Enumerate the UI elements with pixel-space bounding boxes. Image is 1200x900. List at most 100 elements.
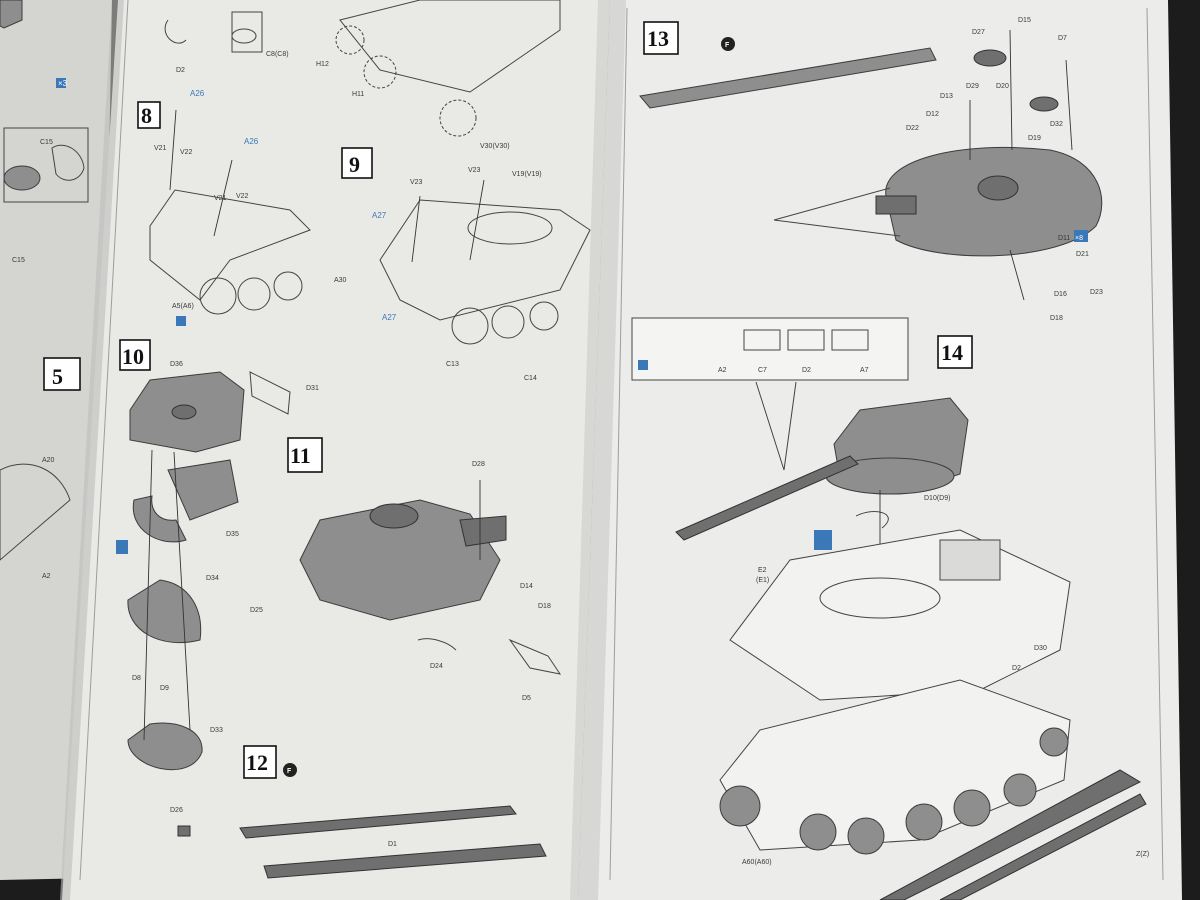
right-page-border-right	[1146, 7, 1164, 881]
step-10: 10 D36 D31 D35 D34 D8 D9 D33	[116, 339, 319, 771]
step-9: 9 V23 V23 V19(V19) A27 A30 A27 C13 C14	[334, 147, 591, 382]
d27-label: D27	[972, 29, 985, 36]
step-9-arrow-2	[411, 195, 421, 263]
d35-mantlet	[167, 459, 239, 521]
v21-label-a: V21	[154, 145, 167, 152]
step-14: A2 C7 D2 A7 14 D10(D9) E2 (E1) D30 D2 A8…	[631, 317, 1149, 900]
v22-label-a: V22	[180, 149, 193, 156]
step-12-box	[243, 745, 277, 779]
road-wheel-5	[1003, 773, 1037, 807]
detail-blue-tool	[638, 360, 648, 370]
d15-label: D15	[1018, 17, 1031, 24]
d7-arrow	[1065, 59, 1073, 151]
step-9-arrow-1	[469, 179, 485, 261]
step-8-blue-tool	[176, 316, 186, 326]
step-8-hull	[149, 189, 311, 301]
a27-label-b: A27	[382, 313, 397, 322]
left-callout-box	[3, 127, 89, 203]
step-11-box	[287, 437, 323, 473]
e2-label: E2	[758, 567, 767, 574]
d9-label: D9	[160, 685, 169, 692]
clip-part	[164, 19, 187, 44]
d10-label: D10(D9)	[924, 495, 950, 502]
f-marker-13-text: F	[725, 42, 730, 49]
d18-label-a: D18	[538, 603, 551, 610]
step-14-box	[937, 335, 973, 369]
drive-sprocket	[719, 785, 761, 827]
d19-label: D19	[1028, 135, 1041, 142]
d31-plate	[249, 371, 291, 415]
c8-label: C8(C8)	[266, 51, 289, 58]
step-14-detail-box	[631, 317, 909, 381]
step-8-wheel-2	[237, 277, 271, 311]
d33-label: D33	[210, 727, 223, 734]
a30-label: A30	[334, 277, 347, 284]
d35-label: D35	[226, 531, 239, 538]
a26-label-a: A26	[190, 89, 205, 98]
c8-box	[231, 11, 263, 53]
step-13-callout-lines	[773, 187, 901, 237]
hull-top-remnant	[339, 0, 561, 93]
sprocket-h11	[363, 55, 397, 89]
d2-window	[787, 329, 825, 351]
step-9-turret-ring	[467, 211, 553, 245]
c13-label: C13	[446, 361, 459, 368]
d36-label: D36	[170, 361, 183, 368]
c15-label-a: C15	[40, 139, 53, 146]
step-11-cupola	[369, 503, 419, 529]
z-label: Z(Z)	[1136, 851, 1149, 858]
center-page	[62, 0, 610, 900]
step-11-turret	[299, 499, 501, 621]
d20-label: D20	[996, 83, 1009, 90]
d16-arrow	[1009, 249, 1025, 301]
rotate-arrow	[855, 511, 889, 529]
step-13-box	[643, 21, 679, 55]
c7-label: C7	[758, 367, 767, 374]
v19-label: V19(V19)	[512, 171, 542, 178]
part-fragment-top	[0, 0, 23, 29]
step-13: 13 F D27 D15 D7 D29 D20 D13 D12 D22 D19 …	[639, 17, 1103, 322]
step-13-number: 13	[647, 26, 669, 51]
track-run-lower	[939, 793, 1147, 900]
d1-barrel-upper	[239, 805, 517, 839]
step-14-blue-tool	[814, 530, 832, 550]
c7-window	[743, 329, 781, 351]
detail-callout-pointer	[755, 381, 797, 471]
step-12-number: 12	[246, 750, 268, 775]
h12-label: H12	[316, 61, 329, 68]
step-11: 11 D28 D25 D14 D18 D24 D5	[250, 437, 562, 702]
a2-label: A2	[718, 367, 727, 374]
d23-label: D23	[1090, 289, 1103, 296]
e1-label: (E1)	[756, 577, 769, 584]
step-13-turret	[885, 146, 1103, 257]
d33-floor	[127, 722, 203, 771]
step-8-arrow-2	[213, 159, 233, 237]
v23-label-a: V23	[468, 167, 481, 174]
step-9-hull	[379, 199, 591, 321]
d7-label: D7	[1058, 35, 1067, 42]
d25-label: D25	[250, 607, 263, 614]
road-wheel-2	[847, 817, 885, 855]
step-8-wheel-1	[199, 277, 237, 315]
step-11-gun-mount	[459, 515, 507, 547]
f-marker-12-text: F	[287, 768, 292, 775]
d12-label: D12	[926, 111, 939, 118]
v23-label-b: V23	[410, 179, 423, 186]
step-8-arrow-1	[169, 109, 177, 191]
step-10-blue-tool	[116, 540, 128, 554]
road-wheel-3	[905, 803, 943, 841]
a26-label-b: A26	[244, 137, 259, 146]
d14-label: D14	[520, 583, 533, 590]
d31-label: D31	[306, 385, 319, 392]
step-9-wheel-1	[451, 307, 489, 345]
d29-label: D29	[966, 83, 979, 90]
a27-label-a: A27	[372, 211, 387, 220]
sprocket-h12	[335, 25, 365, 55]
left-loop-part	[51, 144, 85, 181]
v22-label-b: V22	[236, 193, 249, 200]
c14-label: C14	[524, 375, 537, 382]
step-9-wheel-3	[529, 301, 559, 331]
d32-part	[1029, 96, 1059, 112]
turret-ring-opening	[819, 577, 941, 619]
